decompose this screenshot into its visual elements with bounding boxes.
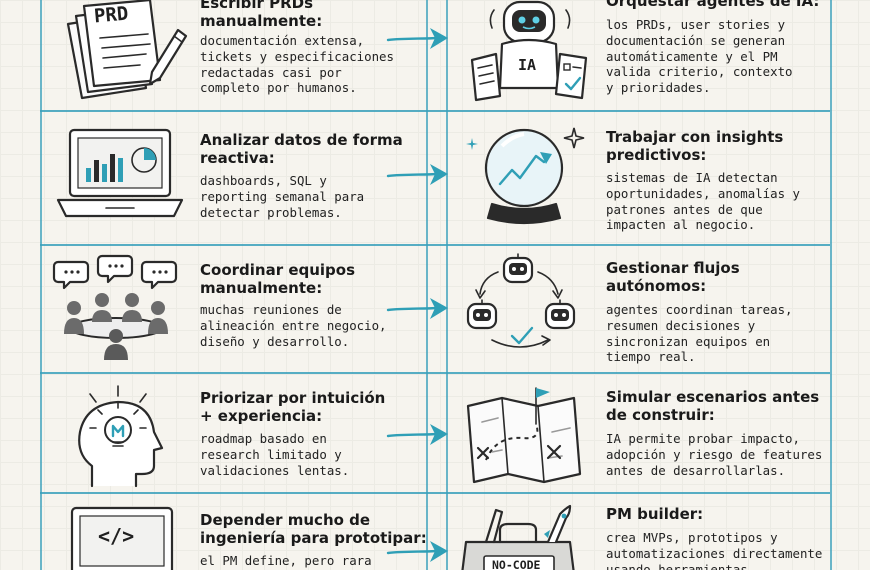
row-divider-4 [40, 492, 830, 494]
card-title: Escribir PRDs manualmente: [200, 0, 323, 30]
documents-pen-icon: PRD [60, 0, 190, 110]
robot-agent-icon: IA [466, 0, 596, 108]
card-title: Analizar datos de forma reactiva: [200, 131, 403, 167]
robot-cycle-icon [462, 253, 592, 366]
card-title: Trabajar con insights predictivos: [606, 128, 784, 164]
row-divider-1 [40, 110, 830, 112]
treasure-map-icon [462, 382, 592, 490]
card-description: los PRDs, user stories y documentación s… [606, 17, 793, 96]
card-description: roadmap basado en research limitado y va… [200, 431, 350, 478]
laptop-dashboard-icon [56, 126, 186, 230]
arrow-right-icon [386, 537, 450, 570]
arrow-right-icon [386, 160, 450, 194]
card-description: agentes coordinan tareas, resumen decisi… [606, 302, 793, 365]
card-description: IA permite probar impacto, adopción y ri… [606, 431, 823, 478]
nocode-label: NO-CODE [492, 558, 541, 570]
card-description: sistemas de IA detectan oportunidades, a… [606, 170, 800, 233]
lightbulb-head-icon [68, 382, 178, 494]
frame-line-right [830, 0, 832, 570]
card-description: crea MVPs, prototipos y automatizaciones… [606, 530, 823, 570]
nocode-toolbox-icon: NO-CODE [461, 504, 592, 570]
prd-label: PRD [93, 2, 130, 28]
arrow-right-icon [386, 420, 450, 454]
ia-label: IA [518, 56, 537, 74]
laptop-code-icon: </> [58, 504, 188, 570]
arrow-right-icon [386, 294, 450, 328]
card-title: PM builder: [606, 505, 704, 523]
card-title: Priorizar por intuición + experiencia: [200, 389, 386, 425]
row-divider-3 [40, 372, 830, 374]
code-label: </> [98, 524, 135, 548]
team-meeting-icon [52, 254, 182, 364]
card-title: Coordinar equipos manualmente: [200, 261, 356, 297]
card-title: Gestionar flujos autónomos: [606, 259, 740, 295]
row-divider-2 [40, 244, 830, 246]
crystal-ball-icon [462, 118, 592, 234]
card-title: Depender mucho de ingeniería para protot… [200, 511, 427, 547]
card-description: dashboards, SQL y reporting semanal para… [200, 173, 365, 220]
frame-line-center-left [426, 0, 428, 570]
card-description: muchas reuniones de alineación entre neg… [200, 302, 387, 349]
card-description: documentación extensa, tickets y especif… [200, 33, 394, 96]
card-description: el PM define, pero rara [200, 553, 372, 568]
frame-line-left [40, 0, 42, 570]
card-title: Orquestar agentes de IA: [606, 0, 820, 10]
arrow-right-icon [386, 24, 450, 58]
frame-line-center-right [446, 0, 448, 570]
card-title: Simular escenarios antes de construir: [606, 388, 820, 424]
